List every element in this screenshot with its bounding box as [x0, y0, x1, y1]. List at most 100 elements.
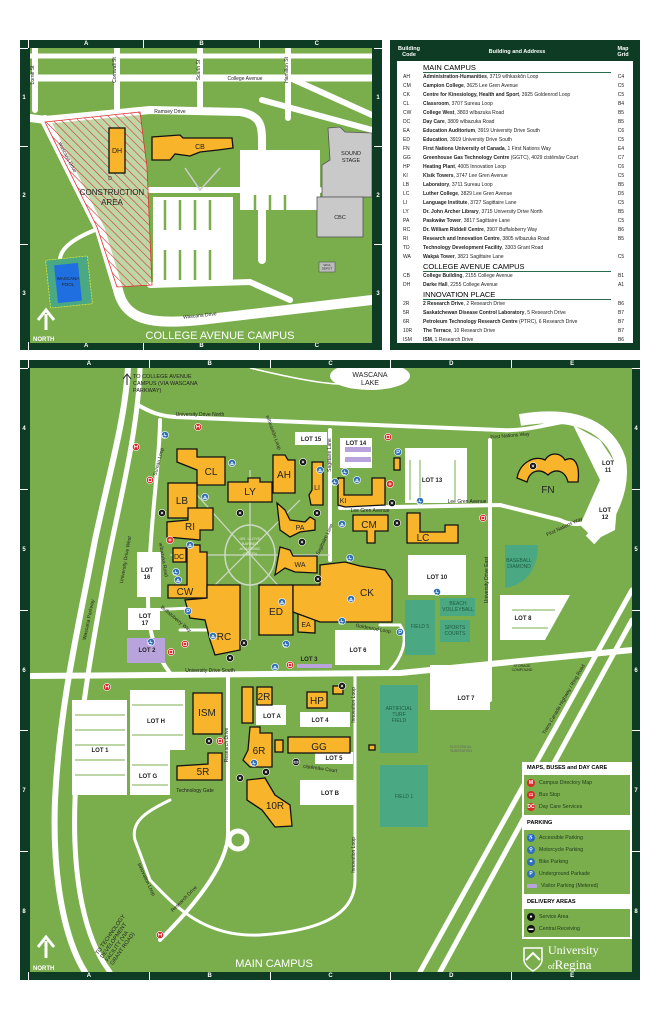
building-cm[interactable] [352, 514, 389, 544]
building-dc[interactable] [172, 547, 187, 563]
building-address: , 3821 Sagittaire Lane [454, 254, 504, 260]
building-gg[interactable] [287, 736, 351, 754]
building-10r[interactable] [246, 777, 293, 828]
building-lc[interactable] [406, 512, 459, 544]
building-ri[interactable] [166, 507, 214, 541]
building-name: Saskatchewan Disease Control Laboratory [423, 310, 525, 316]
building-ck[interactable] [292, 561, 393, 623]
building-address: (GGTC), 4029 cistêmâw Court [509, 155, 579, 161]
logo-university: University [548, 943, 599, 957]
lot-label-l1: LOT 1 [91, 748, 109, 754]
main-grid-col-A-top: A [28, 360, 149, 368]
building-code: CL [403, 101, 410, 107]
building-fn[interactable] [516, 453, 580, 483]
building-address: , 3805 wîbazuka Road [499, 236, 550, 242]
building-hp[interactable] [306, 691, 328, 709]
building-label-cw: CW [177, 587, 194, 598]
street-ramsey: Ramsey Drive [154, 109, 186, 115]
building-name: Greenhouse Gas Technology Centre [423, 155, 510, 161]
accessible-parking-icon [331, 478, 339, 486]
building-d-label: D [108, 176, 112, 182]
wascana-pool[interactable] [54, 262, 82, 304]
building-ah[interactable] [272, 454, 296, 494]
street-techgate: Technology Gate [176, 788, 214, 794]
building-pa[interactable] [276, 501, 316, 538]
building-name: Luther College [423, 191, 459, 197]
college-avenue-map[interactable]: Lorne St Cornwall St Scarth St Hamilton … [30, 48, 372, 343]
main-grid-col-E-bottom: E [511, 972, 632, 980]
street-leegren2: Lee Gren Avenue [448, 499, 487, 505]
building-cbc[interactable] [316, 196, 364, 238]
building-name: Technology Development Facility [423, 245, 503, 251]
building-5r[interactable] [176, 752, 223, 781]
building-name-address: Technology Development Facility, 3303 Gr… [423, 244, 613, 253]
legend-icon [527, 884, 537, 888]
building-ki[interactable] [337, 477, 386, 508]
building-rc[interactable] [184, 584, 241, 656]
building-2r[interactable] [256, 686, 273, 706]
street-fnw: First Nations Way [490, 431, 530, 440]
building-dh[interactable] [108, 127, 126, 174]
building-code: GG [403, 155, 411, 161]
building-cb[interactable] [151, 134, 234, 161]
building-2r-tall[interactable] [241, 686, 254, 724]
motorcycle-parking-icon [209, 632, 217, 640]
building-6r[interactable] [242, 726, 273, 768]
cam-grid-row-3-right: 3 [374, 244, 382, 342]
building-lb[interactable] [167, 482, 198, 519]
cbc-label: CBC [334, 215, 346, 221]
building-ly[interactable] [227, 477, 273, 503]
bike-parking-icon [278, 598, 286, 606]
building-code: EA [403, 128, 410, 134]
building-sound-stage[interactable] [321, 126, 372, 198]
building-ism[interactable] [192, 692, 223, 735]
directory-row[interactable]: GG Greenhouse Gas Technology Centre (GGTC… [401, 154, 629, 163]
building-address: , 3707 Sureau Loop [448, 101, 493, 107]
building-ed[interactable] [258, 584, 294, 636]
building-label-lc: LC [417, 533, 430, 544]
parking-lots [72, 425, 620, 805]
building-directory: Building Code Building and Address Map G… [390, 40, 640, 350]
accessible-parking-icon [433, 588, 441, 596]
building-code: CB [403, 273, 410, 279]
bus-stop-icon [286, 661, 294, 669]
street-sagittaire2: Sagittaire Lane [315, 523, 335, 556]
building-cl[interactable] [176, 448, 226, 486]
building-code: ISM [403, 337, 412, 343]
service-area-icon [205, 737, 213, 745]
building-wa[interactable] [274, 546, 318, 577]
